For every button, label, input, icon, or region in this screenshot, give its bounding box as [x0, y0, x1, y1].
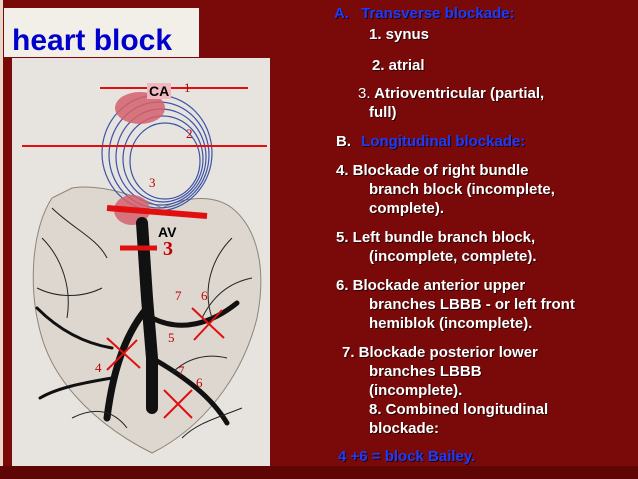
item-b7-line3: (incomplete). [369, 382, 463, 399]
item-a2: 2. atrial [372, 57, 425, 74]
bottom-strip [0, 466, 638, 479]
item-a3-line2: full) [369, 104, 397, 121]
item-b8-line2: blockade: [369, 420, 440, 437]
heading-a-text: Transverse blockade: [361, 5, 515, 22]
item-b8-line3: 4 +6 = block Bailey. [338, 448, 476, 465]
label-4: 4 [95, 360, 102, 375]
purkinje-network [36, 207, 253, 439]
item-b5-line1: 5. Left bundle branch block, [336, 229, 536, 246]
slide-title: heart block [12, 24, 173, 57]
item-b8-line1: 8. Combined longitudinal [369, 401, 549, 418]
label-3-av: 3 [163, 238, 173, 260]
item-a3-text: Atrioventricular (partial, [374, 85, 545, 102]
block-lines [22, 87, 267, 419]
label-1: 1 [184, 80, 191, 95]
av-label: AV [158, 224, 177, 240]
heart-diagram [22, 87, 267, 454]
item-b7-line1: 7. Blockade posterior lower [342, 344, 538, 361]
sa-node [115, 92, 165, 124]
heart-conduction-figure [12, 58, 270, 466]
item-b4-line2: branch block (incomplete, [369, 181, 555, 198]
item-b6-line3: hemiblok (incomplete). [369, 315, 533, 332]
label-6-upper: 6 [201, 288, 208, 303]
title-box: heart block [4, 8, 199, 57]
label-5: 5 [168, 330, 175, 345]
item-b4-line1: 4. Blockade of right bundle [336, 162, 529, 179]
item-b4-line3: complete). [369, 200, 445, 217]
item-a3-num: 3. [358, 85, 371, 102]
label-6-lower: 6 [196, 375, 203, 390]
left-strip [0, 0, 3, 479]
heading-a: A. Transverse blockade: [334, 5, 515, 22]
heading-b: B. Longitudinal blockade: [336, 133, 525, 150]
item-b5-line2: (incomplete, complete). [369, 248, 537, 265]
ca-label: CA [147, 83, 172, 99]
item-b6-line2: branches LBBB - or left front [369, 296, 575, 313]
item-a3-line1: 3. Atrioventricular (partial, [358, 85, 544, 102]
text-panel: A. Transverse blockade: 1. synus 2. atri… [324, 0, 638, 466]
label-2: 2 [186, 126, 193, 141]
heading-b-prefix: B. [336, 133, 351, 150]
label-7: 7 [178, 363, 185, 378]
heading-a-prefix: A. [334, 5, 349, 22]
item-a1: 1. synus [369, 26, 430, 43]
item-b6-line1: 6. Blockade anterior upper [336, 277, 526, 294]
label-7-upper: 7 [175, 288, 182, 303]
item-b7-line2: branches LBBB [369, 363, 482, 380]
heading-b-text: Longitudinal blockade: [361, 133, 526, 150]
label-3-top: 3 [149, 175, 156, 190]
